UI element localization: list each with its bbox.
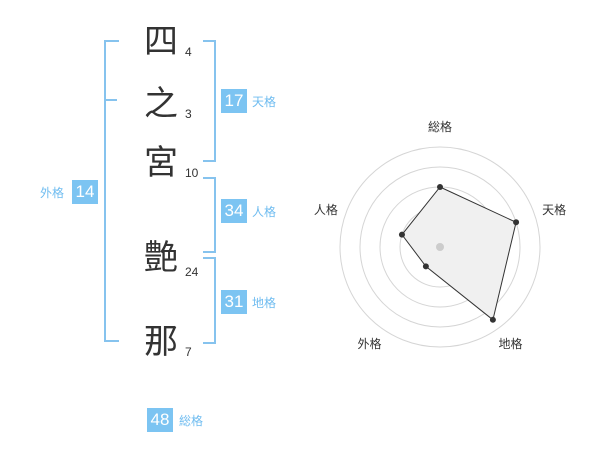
gaikaku-badge: 14 bbox=[72, 180, 98, 204]
tenkaku-bracket bbox=[203, 40, 216, 162]
chikaku-badge: 31 bbox=[221, 290, 247, 314]
name-char-3: 宮 bbox=[144, 143, 178, 183]
radar-axis-label-4: 外格 bbox=[357, 336, 381, 351]
radar-axis-label-1: 総格 bbox=[428, 119, 452, 134]
name-char-5: 那 bbox=[144, 322, 178, 362]
radar-point-2 bbox=[513, 219, 520, 226]
gaikaku-bracket bbox=[104, 40, 119, 342]
radar-ring bbox=[359, 166, 521, 328]
radar-point-1 bbox=[437, 184, 443, 190]
soukaku-badge: 48 bbox=[147, 408, 173, 432]
radar-axis-label-5: 人格 bbox=[314, 202, 338, 217]
radar-point-3 bbox=[489, 316, 496, 323]
stroke-count-5: 7 bbox=[185, 345, 192, 359]
radar-center bbox=[436, 243, 444, 251]
radar-polygon bbox=[401, 186, 517, 321]
radar-axis-label-3: 地格 bbox=[499, 336, 523, 351]
jinkaku-bracket bbox=[203, 177, 216, 253]
radar-point-4 bbox=[422, 263, 429, 270]
gaikaku-label: 外格 bbox=[40, 186, 65, 200]
stroke-count-2: 3 bbox=[185, 107, 192, 121]
chikaku-bracket bbox=[203, 257, 216, 344]
soukaku-label: 総格 bbox=[179, 414, 204, 428]
name-char-4: 艶 bbox=[144, 238, 178, 278]
radar-axis-label-2: 天格 bbox=[542, 202, 566, 217]
name-char-2: 之 bbox=[144, 84, 178, 124]
stroke-count-1: 4 bbox=[185, 45, 192, 59]
tenkaku-label: 天格 bbox=[252, 95, 277, 109]
chikaku-label: 地格 bbox=[252, 296, 277, 310]
stroke-count-4: 24 bbox=[185, 265, 199, 279]
stroke-count-3: 10 bbox=[185, 166, 199, 180]
radar-points bbox=[398, 184, 520, 323]
jinkaku-badge: 34 bbox=[221, 199, 247, 223]
jinkaku-label: 人格 bbox=[252, 205, 277, 219]
radar-ring bbox=[339, 146, 541, 348]
gaikaku-bracket-tick bbox=[104, 99, 117, 101]
radar-point-5 bbox=[398, 231, 405, 238]
name-char-1: 四 bbox=[144, 22, 178, 62]
tenkaku-badge: 17 bbox=[221, 89, 247, 113]
